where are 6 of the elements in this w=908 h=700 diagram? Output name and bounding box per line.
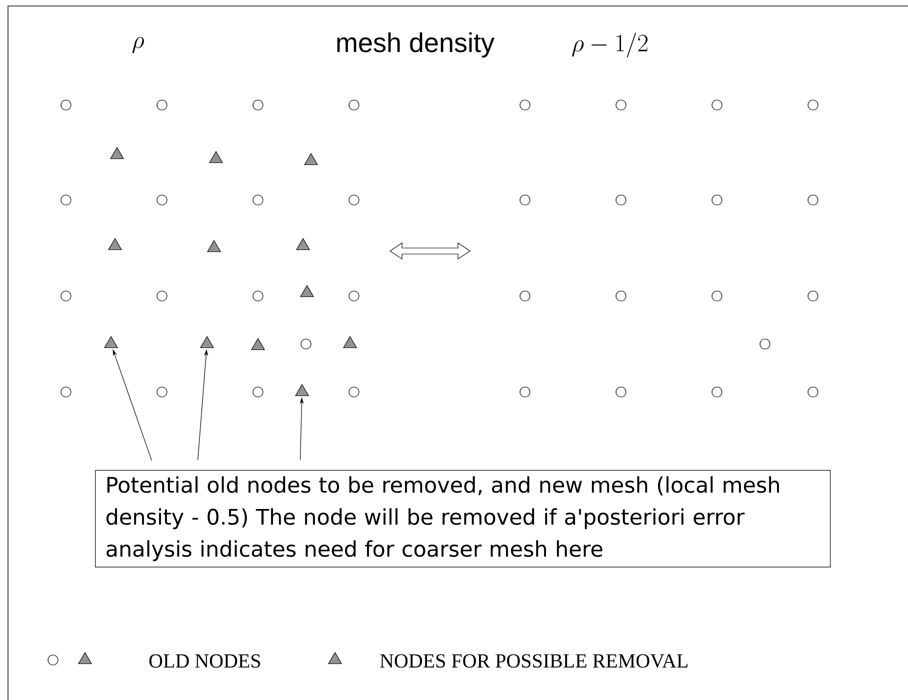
formula-label: $\rho$ [132, 36, 144, 54]
formula-label: $\rho - 1/2$ [572, 32, 648, 58]
callout-box: Potential old nodes to be removed, and new mesh (local mesh density - 0.5) The node will be removed if a'posteriori error analysis indicates need for coarser mesh here [95, 470, 831, 568]
title: mesh density [337, 32, 494, 58]
legend-text: NODES FOR POSSIBLE REMOVAL [380, 654, 688, 668]
legend-text: OLD NODES [149, 654, 260, 668]
